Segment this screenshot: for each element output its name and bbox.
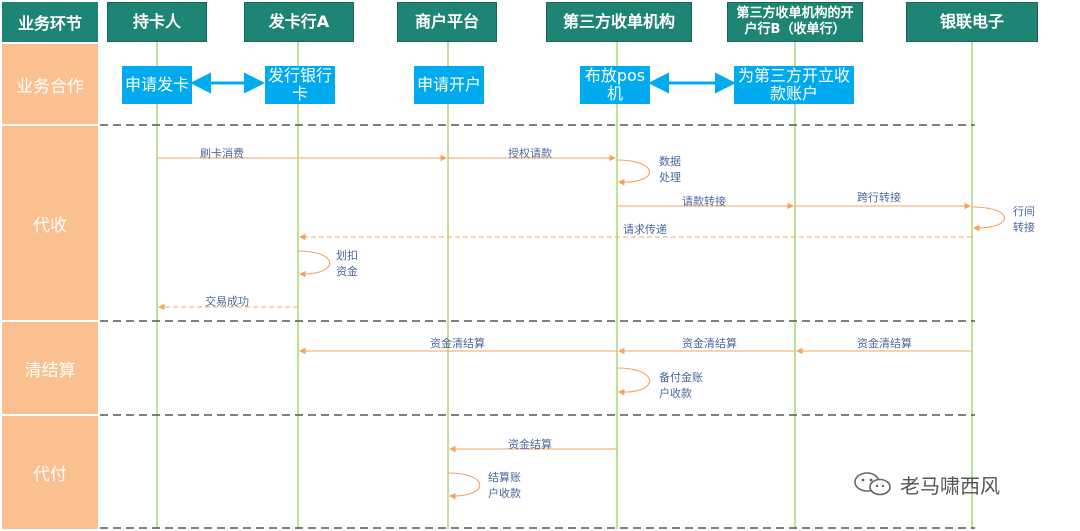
label-data-processing: 数据处理 (659, 155, 681, 184)
label-reserve: 备付金账户收款 (659, 371, 703, 400)
role-unionpay: 银联电子 (906, 2, 1038, 42)
label-request-pass: 请求传递 (623, 223, 667, 236)
label-clearing-3: 资金清结算 (857, 337, 912, 350)
role-merchant-platform: 商户平台 (397, 2, 497, 42)
role-acquirer: 第三方收单机构 (546, 2, 692, 42)
label-auth: 授权请款 (508, 147, 552, 160)
label-settle-account: 结算账户收款 (488, 471, 521, 500)
header-business-stage: 业务环节 (2, 2, 98, 42)
label-swipe: 刷卡消费 (200, 147, 244, 160)
watermark-text: 老马啸西风 (900, 474, 1000, 498)
label-deduct: 划扣资金 (336, 249, 358, 278)
box-open-account: 为第三方开立收款账户 (734, 66, 854, 104)
lane-clearing: 清结算 (2, 322, 98, 414)
loop-interbank (971, 206, 1005, 232)
label-clearing-2: 资金清结算 (682, 337, 737, 350)
role-issuing-bank: 发卡行A (244, 2, 354, 42)
label-request-forward: 请款转接 (682, 195, 726, 208)
label-cross-bank: 跨行转接 (857, 191, 901, 204)
label-settle: 资金结算 (508, 438, 552, 451)
box-apply-open: 申请开户 (414, 66, 484, 104)
label-interbank: 行间转接 (1013, 205, 1035, 234)
box-deploy-pos: 布放pos机 (580, 66, 650, 104)
loop-deduct (297, 250, 331, 278)
loop-data-processing (616, 159, 650, 186)
role-cardholder: 持卡人 (107, 2, 207, 42)
box-issue-card: 发行银行卡 (265, 66, 335, 104)
label-success: 交易成功 (205, 295, 249, 308)
role-acquiring-bank: 第三方收单机构的开户行B（收单行） (727, 2, 863, 42)
lane-cooperation: 业务合作 (2, 44, 98, 124)
label-clearing-1: 资金清结算 (430, 337, 485, 350)
box-apply-card: 申请发卡 (122, 66, 192, 104)
loop-settle-account (447, 472, 481, 500)
wechat-icon (854, 472, 891, 496)
lane-payment: 代付 (2, 416, 98, 529)
loop-reserve (616, 367, 650, 396)
lane-collection: 代收 (2, 126, 98, 320)
